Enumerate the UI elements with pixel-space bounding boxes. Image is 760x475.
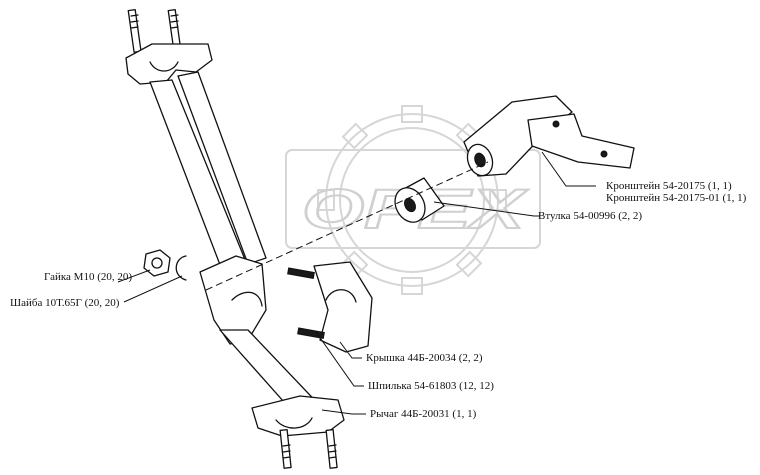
washer-part: [175, 255, 187, 281]
lever-arm-right: [177, 71, 267, 265]
lever-top-clamp: [125, 43, 213, 85]
callout-stud-label: Шпилька 54-61803 (12, 12): [368, 380, 494, 392]
callout-labels: Кронштейн 54-20175 (1, 1) Кронштейн 54-2…: [10, 180, 747, 420]
callout-washer-label: Шайба 10Т.65Г (20, 20): [10, 297, 120, 309]
callout-bushing-label: Втулка 54-00996 (2, 2): [538, 210, 642, 222]
lever-part: [125, 8, 345, 469]
callout-lever-label: Рычаг 44Б-20031 (1, 1): [370, 408, 477, 420]
lever-middle-hub: [199, 255, 267, 345]
lever-bottom-studs: [279, 429, 338, 469]
lever-bottom-clamp: [251, 395, 345, 437]
cover-part: [287, 261, 373, 353]
bracket-part: [463, 95, 635, 177]
leader-lines: [117, 151, 596, 415]
callout-cover-label: Крышка 44Б-20034 (2, 2): [366, 352, 483, 364]
bushing-part: [394, 177, 445, 223]
cover-studs: [287, 267, 325, 339]
lever-top-studs: [127, 8, 182, 53]
watermark-gear-icon: [285, 105, 541, 295]
assembly-axis-line: [205, 161, 489, 291]
callout-bracket-alt-label: Кронштейн 54-20175-01 (1, 1): [606, 192, 747, 204]
callout-bracket-label: Кронштейн 54-20175 (1, 1): [606, 180, 732, 192]
callout-nut-label: Гайка М10 (20, 20): [44, 271, 132, 283]
nut-part: [143, 249, 171, 277]
cover-body: [313, 261, 373, 353]
